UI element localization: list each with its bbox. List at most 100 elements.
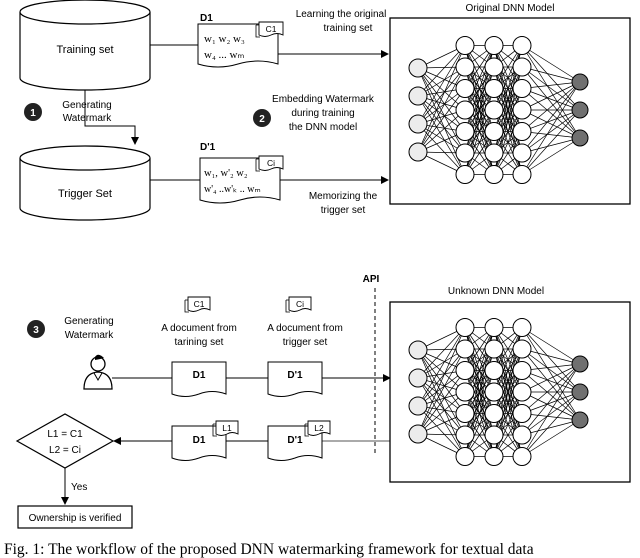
network-edge (521, 419, 581, 457)
figure-caption: Fig. 1: The workflow of the proposed DNN… (4, 541, 534, 558)
step2-label-line1: Embedding Watermark (272, 94, 375, 105)
response-doc-d1-text: D1 (193, 435, 206, 446)
hidden-node (455, 447, 475, 466)
doc-trigger-label-line1: A document from (267, 323, 343, 334)
hidden-node (455, 143, 475, 163)
network-edge (417, 66, 466, 125)
l1-tag-text: L1 (222, 423, 232, 433)
yes-label: Yes (71, 482, 87, 493)
hidden-node (484, 36, 504, 55)
decision-line2: L2 = Ci (49, 445, 81, 456)
network-edge (521, 391, 581, 457)
training-set-label: Training set (56, 44, 113, 56)
network-edge (521, 327, 581, 365)
c1-tag-bottom: C1 (184, 296, 211, 313)
hidden-node (455, 339, 475, 359)
network-edge (521, 370, 581, 393)
hidden-node (512, 318, 532, 337)
hidden-node (455, 79, 475, 98)
network-edge (521, 363, 581, 371)
hidden-node (512, 57, 532, 77)
network-edge (464, 45, 495, 111)
network-edge (521, 88, 581, 111)
network-edge (521, 81, 581, 89)
network-edge (521, 363, 581, 457)
hidden-node (455, 318, 475, 337)
step2-number: 2 (259, 114, 265, 125)
ci-tag-text: Ci (296, 299, 304, 309)
output-node (571, 101, 589, 119)
network-edge (521, 81, 581, 154)
hidden-node (484, 143, 504, 163)
network-edge (521, 391, 581, 414)
network-edge (521, 66, 581, 139)
input-node (408, 396, 428, 416)
hidden-node (512, 339, 532, 359)
hidden-node (512, 100, 532, 120)
input-node (408, 142, 428, 162)
hidden-node (455, 122, 475, 141)
network-edge (417, 109, 466, 153)
hidden-node (484, 79, 504, 98)
input-node (408, 114, 428, 134)
l1-tag: L1 (212, 420, 239, 437)
hidden-node (512, 79, 532, 98)
network-edge (521, 363, 581, 436)
network-edge (417, 327, 466, 407)
step3-label-line1: Generating (64, 316, 113, 327)
network-edge (417, 377, 466, 436)
input-node (408, 86, 428, 106)
d1-document: w₁ w₂ w₃ w₄ ... wₘ (197, 23, 279, 68)
c1-tag-text: C1 (194, 299, 205, 309)
hidden-node (484, 382, 504, 402)
ownership-label: Ownership is verified (29, 513, 122, 524)
hidden-node (512, 36, 532, 55)
hidden-node (512, 143, 532, 163)
network-edge (417, 349, 466, 393)
network-edge (417, 95, 466, 154)
dp1-line1: w₁, w'₂ w₂ (204, 168, 248, 179)
network-edge (521, 66, 581, 83)
network-edge (417, 45, 466, 97)
hidden-node (455, 57, 475, 77)
network-edge (521, 109, 581, 175)
hidden-node (455, 165, 475, 184)
network-edge (417, 377, 466, 457)
learning-label-line2: training set (324, 23, 373, 34)
network-edge (521, 88, 581, 139)
hidden-node (455, 404, 475, 423)
network-edge (417, 377, 466, 414)
hidden-node (455, 100, 475, 120)
training-set-cylinder: Training set (19, 0, 151, 91)
memorizing-label-line2: trigger set (321, 205, 366, 216)
query-doc-dp1: D'1 (267, 361, 323, 397)
d1-class-tag: C1 (255, 21, 284, 38)
network-edge (521, 137, 581, 154)
network-edge (521, 327, 581, 393)
hidden-node (512, 165, 532, 184)
network-edge (521, 419, 581, 436)
network-edge (521, 363, 581, 393)
step1-label-line1: Generating (62, 100, 111, 111)
network-edge (521, 81, 581, 175)
input-node (408, 58, 428, 78)
network-edge (521, 45, 581, 139)
hidden-node (484, 404, 504, 423)
hidden-node (484, 339, 504, 359)
network-edge (417, 95, 466, 175)
d1-title: D1 (200, 13, 213, 24)
generate-arrow (84, 90, 139, 145)
learning-label-line1: Learning the original (296, 9, 387, 20)
hidden-node (512, 361, 532, 380)
network-edge (521, 348, 581, 365)
network-edge (417, 349, 466, 414)
network-edge (521, 370, 581, 421)
network-edge (417, 66, 466, 153)
verification-decision: L1 = C1 L2 = Ci (15, 413, 115, 469)
step2-label-line3: the DNN model (289, 122, 357, 133)
memorizing-label-line1: Memorizing the (309, 191, 378, 202)
network-edge (417, 95, 466, 132)
dp1-line2: w'₄ ..w'ₖ .. wₘ (204, 184, 261, 195)
doc-training-label-line2: tarining set (175, 337, 224, 348)
